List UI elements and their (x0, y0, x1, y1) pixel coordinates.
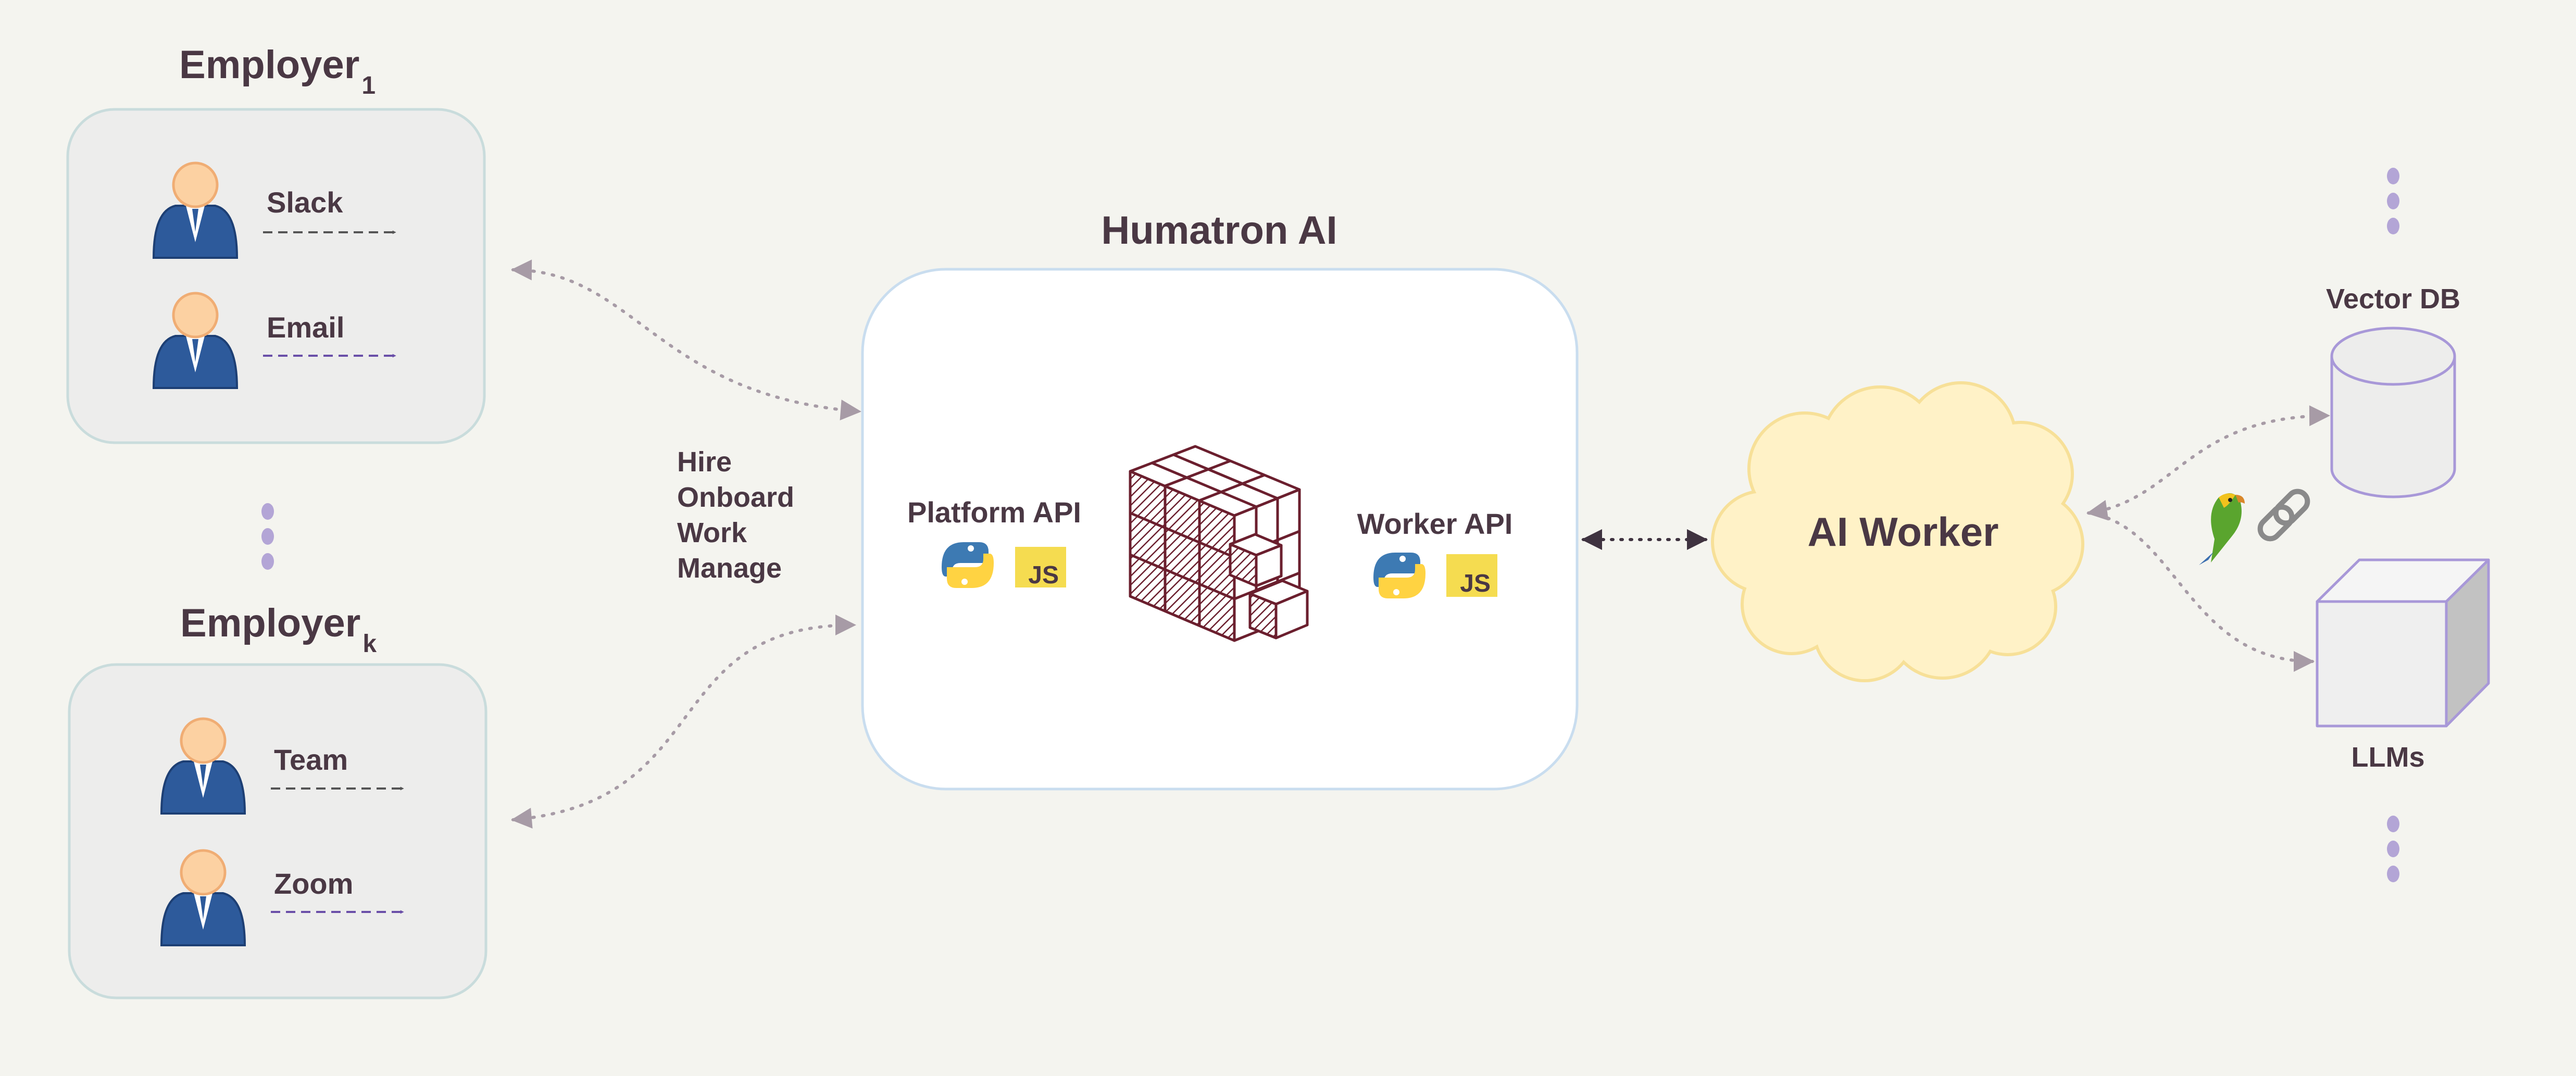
action-onboard: Onboard (677, 482, 794, 513)
python-icon (942, 542, 994, 588)
connector-employer-1-platform (511, 259, 861, 421)
channel-label-zoom: Zoom (274, 867, 353, 900)
employer-1-box (66, 108, 486, 444)
action-manage: Manage (677, 553, 782, 584)
database-icon (2330, 327, 2456, 498)
ai-worker-cloud: AI Worker (1711, 381, 2084, 682)
chain-link-icon (2257, 489, 2310, 542)
parrot-icon (2199, 493, 2245, 565)
resources-top-ellipsis (2387, 168, 2399, 234)
platform-group: Humatron AI Platform API JS (861, 208, 1579, 791)
employer-1-group: Employer1 Slack Email (66, 43, 486, 444)
vector-db-label: Vector DB (2326, 283, 2460, 315)
javascript-icon: JS (1015, 547, 1066, 589)
svg-text:JS: JS (1028, 561, 1059, 589)
action-work: Work (677, 517, 747, 548)
vector-db-group: Vector DB (2326, 283, 2460, 498)
llms-group: LLMs (2316, 558, 2490, 773)
platform-title: Humatron AI (1101, 208, 1337, 253)
connector-ai-worker-llms (2087, 511, 2315, 672)
channel-label-slack: Slack (267, 186, 343, 219)
employer-1-subscript: 1 (361, 72, 376, 99)
worker-api-label: Worker API (1357, 507, 1513, 540)
javascript-icon: JS (1446, 554, 1497, 597)
platform-api-label: Platform API (907, 496, 1081, 529)
connector-ai-worker-vector-db (2086, 405, 2330, 521)
svg-text:JS: JS (1460, 570, 1491, 597)
python-icon (1373, 553, 1425, 598)
resources-bottom-ellipsis (2387, 816, 2399, 882)
employer-k-group: Employerk Team Zoom (68, 601, 487, 999)
ai-worker-label: AI Worker (1808, 509, 1999, 555)
channel-label-email: Email (267, 311, 344, 344)
action-hire: Hire (677, 446, 732, 478)
employer-1-title: Employer1 (179, 43, 376, 99)
cube-logo-icon (1129, 445, 1309, 642)
channel-label-team: Team (274, 743, 348, 776)
employer-k-title: Employerk (180, 601, 377, 658)
connector-employer-k-platform (511, 615, 856, 829)
employer-k-box (68, 663, 487, 999)
employers-ellipsis (261, 503, 274, 570)
llm-box-icon (2316, 558, 2490, 728)
actions-list: Hire Onboard Work Manage (677, 446, 794, 584)
employer-k-subscript: k (362, 630, 377, 658)
llms-label: LLMs (2352, 742, 2425, 773)
